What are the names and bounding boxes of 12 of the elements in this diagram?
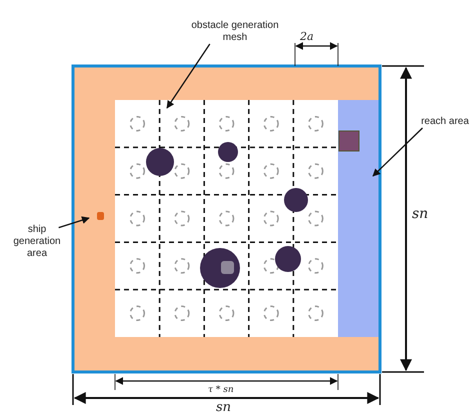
dimension-label: sn	[216, 400, 232, 415]
callout-text: reach area	[420, 116, 470, 128]
callout-text: obstacle generation mesh	[190, 20, 280, 44]
dimension-label: τ * sn	[208, 385, 234, 395]
leader-line	[372, 128, 423, 177]
reach-area	[338, 100, 380, 337]
ship-generation-area	[73, 66, 115, 372]
dimension-label: sn	[412, 206, 428, 222]
dimension-label: 2a	[300, 30, 314, 43]
leader-line	[166, 44, 210, 109]
callout-text: ship generation area	[6, 224, 68, 260]
dashed-grid	[114, 99, 339, 338]
